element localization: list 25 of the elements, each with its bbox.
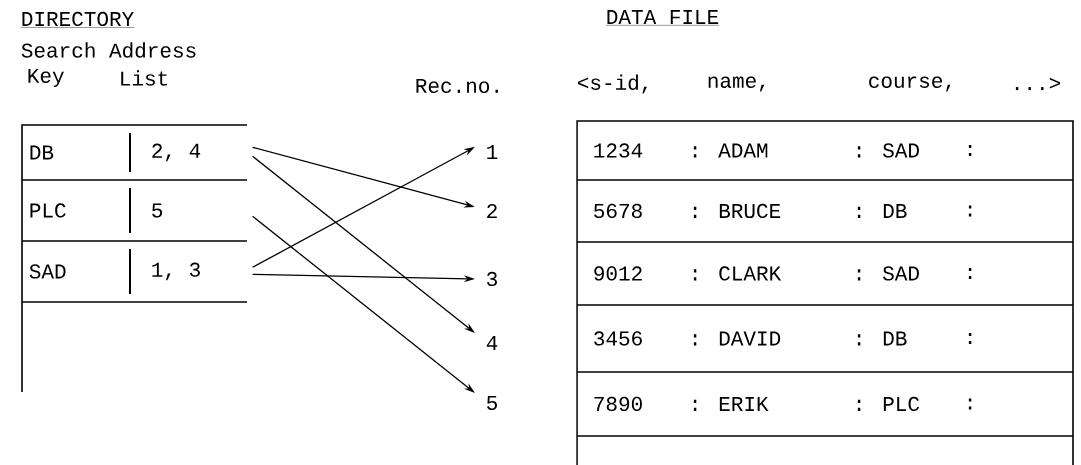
record-number: 5	[487, 395, 497, 410]
table-row: 3456 : DAVID : DB :	[576, 331, 1074, 373]
record-number: 2	[487, 203, 497, 218]
table-outline	[576, 120, 1074, 465]
table-outline	[21, 124, 248, 393]
column-header: Key	[28, 68, 64, 88]
record-number: 1	[487, 145, 498, 159]
record-number: 3	[487, 271, 497, 287]
table-row: DB 2, 4	[21, 132, 248, 181]
table-row: 1234 : ADAM : SAD :	[576, 143, 1074, 181]
column-header: name,	[708, 76, 765, 92]
table-row: PLC 5	[21, 187, 248, 242]
heading: DATA FILE	[605, 10, 720, 26]
table-row: SAD 1, 3	[21, 248, 248, 303]
column-header: <s-id,	[578, 74, 647, 94]
column-header: List	[121, 70, 168, 86]
record-number: 4	[486, 336, 498, 350]
table-row: 7890 : ERIK : PLC :	[576, 396, 1074, 437]
table-row: 9012 : CLARK : SAD :	[576, 266, 1074, 306]
column-header: ...>	[1015, 77, 1060, 91]
heading: DIRECTORY	[20, 11, 135, 28]
column-header: Rec.no.	[416, 79, 498, 93]
column-header: Search Address	[21, 42, 196, 58]
column-header: course,	[869, 76, 951, 92]
table-row: 5678 : BRUCE : DB :	[576, 203, 1074, 243]
